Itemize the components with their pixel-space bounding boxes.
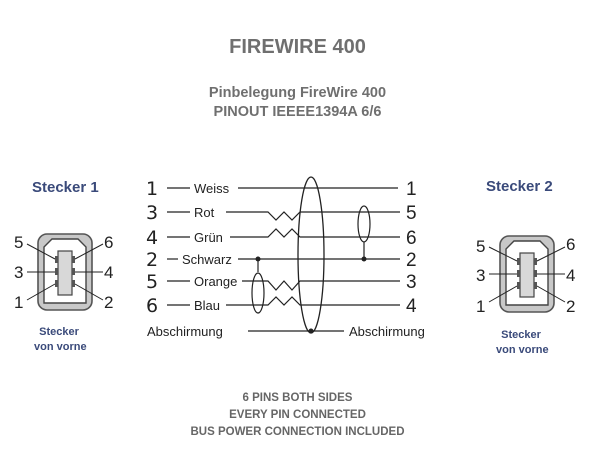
plug-right-pin-4: 4: [566, 266, 575, 285]
subtitle-pinbelegung: Pinbelegung FireWire 400: [208, 85, 387, 101]
plug-left-connector: 5 6 3 4 1 2: [14, 233, 113, 312]
wire-left-pin-3: 3: [146, 202, 158, 224]
shield-label-right: Abschirmung: [349, 324, 425, 339]
plug-left-caption-line2: von vorne: [34, 341, 87, 353]
subtitle-pinout: PINOUT IEEEE1394A 6/6: [213, 104, 382, 120]
plug-left-pin-5: 5: [14, 233, 23, 252]
wire-left-pin-5: 5: [146, 271, 158, 293]
footer-line-1: 6 PINS BOTH SIDES: [242, 392, 353, 404]
plug-right-title: Stecker 2: [486, 178, 553, 195]
diagram-title: FIREWIRE 400: [229, 36, 366, 58]
wire-right-pin-2: 2: [406, 250, 417, 271]
plug-left-title: Stecker 1: [32, 179, 99, 196]
shield-label-left: Abschirmung: [147, 324, 223, 339]
plug-right-caption: Stecker von vorne: [496, 328, 549, 358]
plug-left-pin-4: 4: [104, 263, 113, 282]
plug-left-caption: Stecker von vorne: [34, 325, 87, 355]
wire-label-weiss: Weiss: [194, 181, 230, 196]
plug-left-pin-3: 3: [14, 263, 23, 282]
cable-braid: [297, 176, 325, 334]
wire-left-pin-2: 2: [146, 249, 158, 271]
footer-line-2: EVERY PIN CONNECTED: [229, 409, 366, 421]
plug-right-pin-2: 2: [566, 297, 575, 316]
wire-right-pin-4: 4: [406, 296, 417, 317]
wire-orange: [167, 280, 400, 291]
wire-left-pin-6: 6: [146, 295, 158, 317]
wire-label-schwarz: Schwarz: [182, 252, 232, 267]
wire-left-pin-4: 4: [146, 227, 158, 249]
plug-left-caption-line1: Stecker: [39, 326, 79, 338]
wire-right-pin-1: 1: [406, 179, 417, 200]
plug-right-caption-line2: von vorne: [496, 344, 549, 356]
wire-right-pin-6: 6: [406, 228, 417, 249]
wire-right-pin-5: 5: [406, 203, 417, 224]
wire-label-blau: Blau: [194, 298, 220, 313]
wire-blau: [167, 296, 400, 306]
plug-left-pin-1: 1: [14, 293, 23, 312]
shield-junction: [308, 328, 314, 334]
plug-right-caption-line1: Stecker: [501, 329, 541, 341]
plug-right-connector: 5 6 3 4 1 2: [476, 235, 575, 316]
junction-right: [361, 256, 367, 262]
pair-shield-left: [251, 272, 265, 314]
plug-left-pin-2: 2: [104, 293, 113, 312]
plug-right-pin-5: 5: [476, 237, 485, 256]
wire-label-gruen: Grün: [194, 230, 223, 245]
wire-gruen: [167, 228, 400, 238]
junction-left: [255, 256, 261, 262]
wire-label-orange: Orange: [194, 274, 237, 289]
wire-left-pin-1: 1: [146, 178, 158, 200]
wire-label-rot: Rot: [194, 205, 215, 220]
plug-right-pin-3: 3: [476, 266, 485, 285]
footer-line-3: BUS POWER CONNECTION INCLUDED: [190, 426, 405, 438]
wire-right-pin-3: 3: [406, 272, 417, 293]
plug-right-pin-1: 1: [476, 297, 485, 316]
plug-right-pin-6: 6: [566, 235, 575, 254]
plug-left-pin-6: 6: [104, 233, 113, 252]
